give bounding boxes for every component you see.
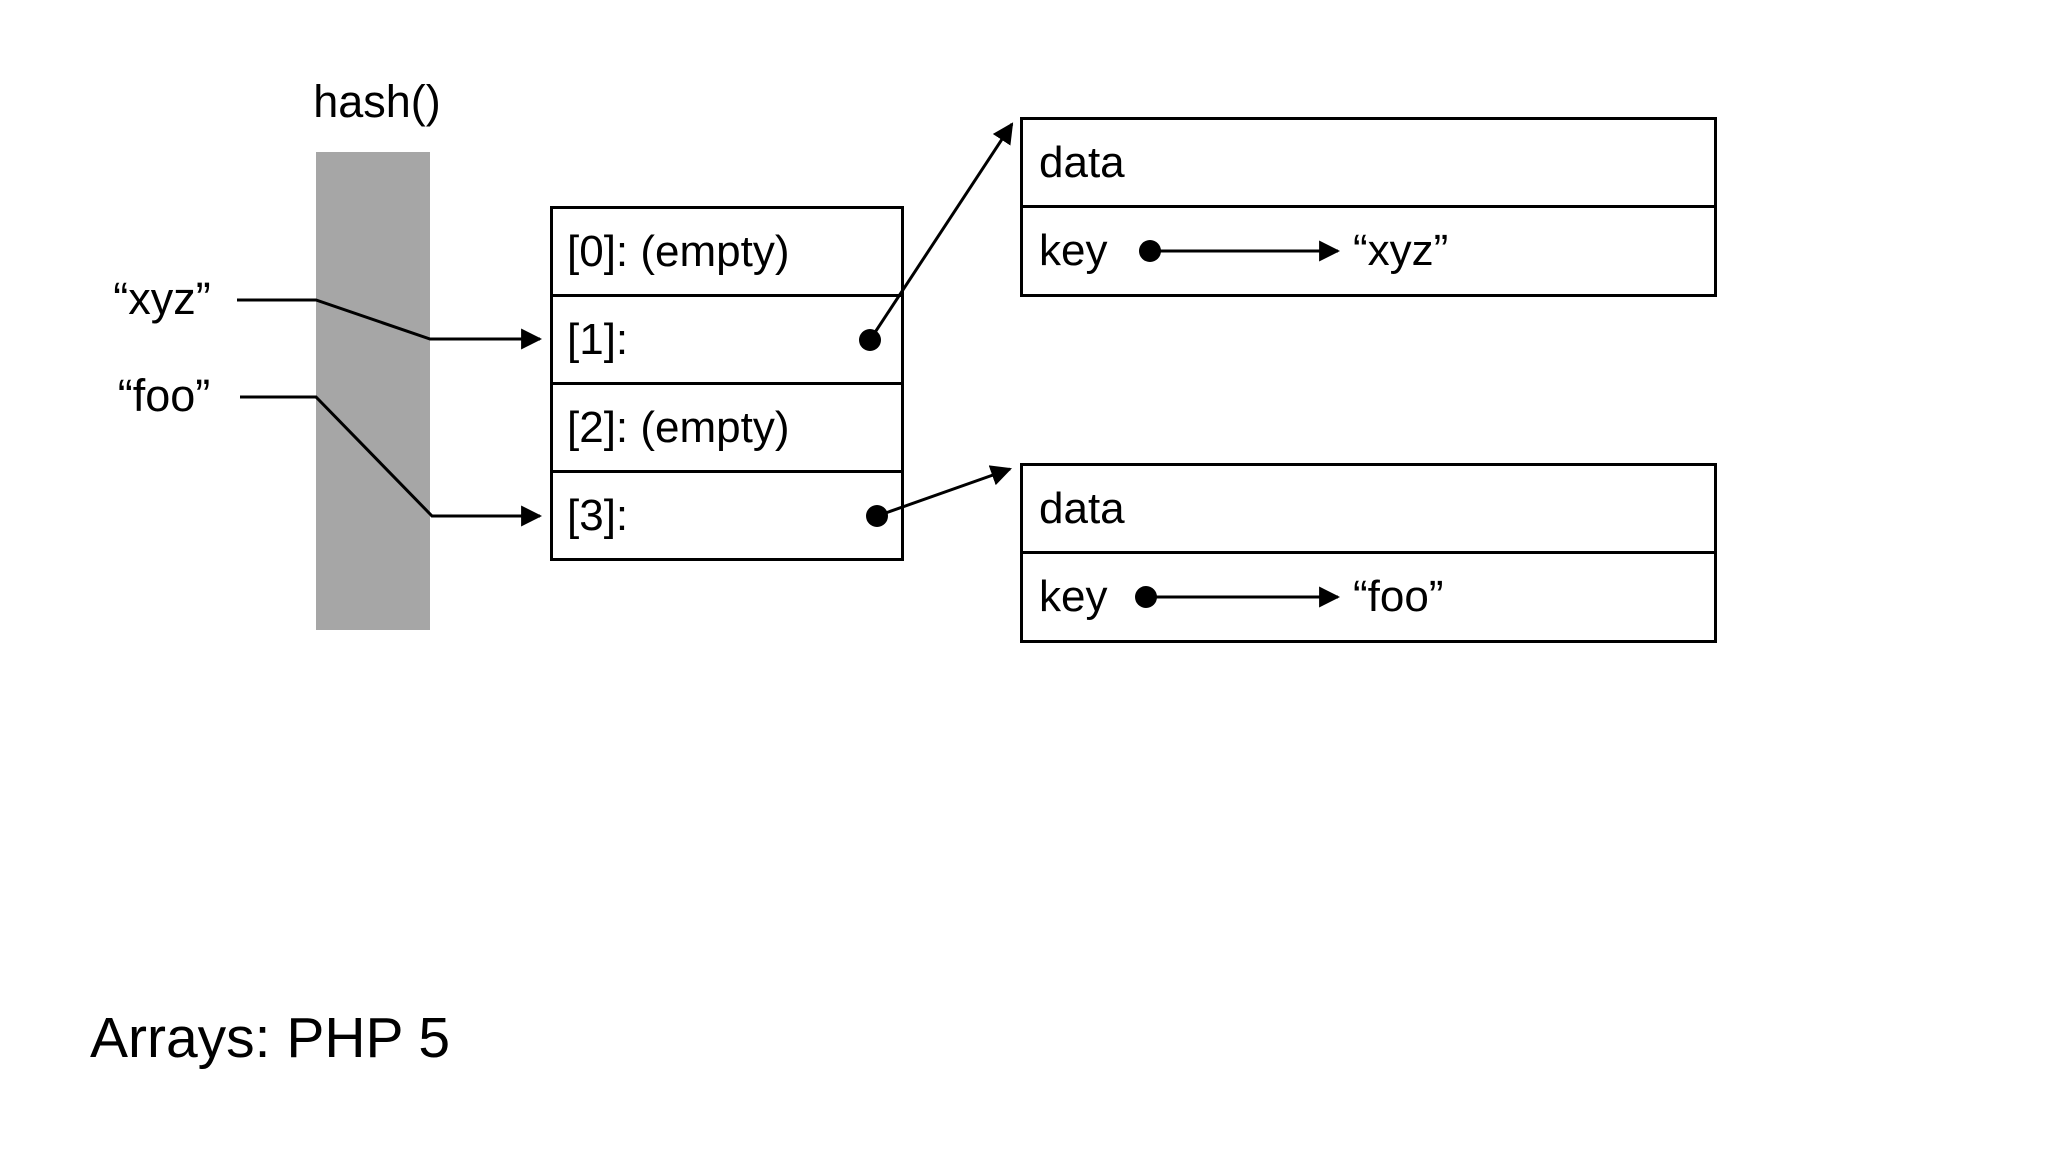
array-slot-1-label: [1]: [567, 315, 629, 364]
array-slot-2: [2]: (empty) [553, 382, 901, 470]
input-key-label-xyz: “xyz” [113, 273, 211, 324]
hash-function-label: hash() [313, 76, 441, 127]
record-foo-key-value: “foo” [1353, 572, 1444, 621]
record-xyz-data-row: data [1023, 120, 1714, 208]
hash-function-bar [316, 152, 430, 630]
array-slot-2-label: [2]: (empty) [567, 403, 790, 452]
slide-title: Arrays: PHP 5 [90, 1006, 451, 1070]
array-slot-0: [0]: (empty) [553, 209, 901, 294]
array-slot-3: [3]: [553, 470, 901, 558]
record-xyz-key-value: “xyz” [1353, 226, 1449, 275]
array-slot-3-label: [3]: [567, 491, 629, 540]
record-xyz-key-label: key [1039, 226, 1108, 275]
record-foo-key-label: key [1039, 572, 1108, 621]
input-key-label-foo: “foo” [117, 370, 211, 421]
record-foo-data-row: data [1023, 466, 1714, 554]
hash-array-box: [0]: (empty) [1]: [2]: (empty) [3]: [550, 206, 904, 561]
array-slot-0-label: [0]: (empty) [567, 227, 790, 276]
record-xyz-data-label: data [1039, 138, 1125, 187]
record-foo-data-label: data [1039, 484, 1125, 533]
record-xyz-key-row: key “xyz” [1023, 208, 1714, 294]
record-foo-key-row: key “foo” [1023, 554, 1714, 640]
array-slot-1: [1]: [553, 294, 901, 382]
record-box-foo: data key “foo” [1020, 463, 1717, 643]
record-box-xyz: data key “xyz” [1020, 117, 1717, 297]
